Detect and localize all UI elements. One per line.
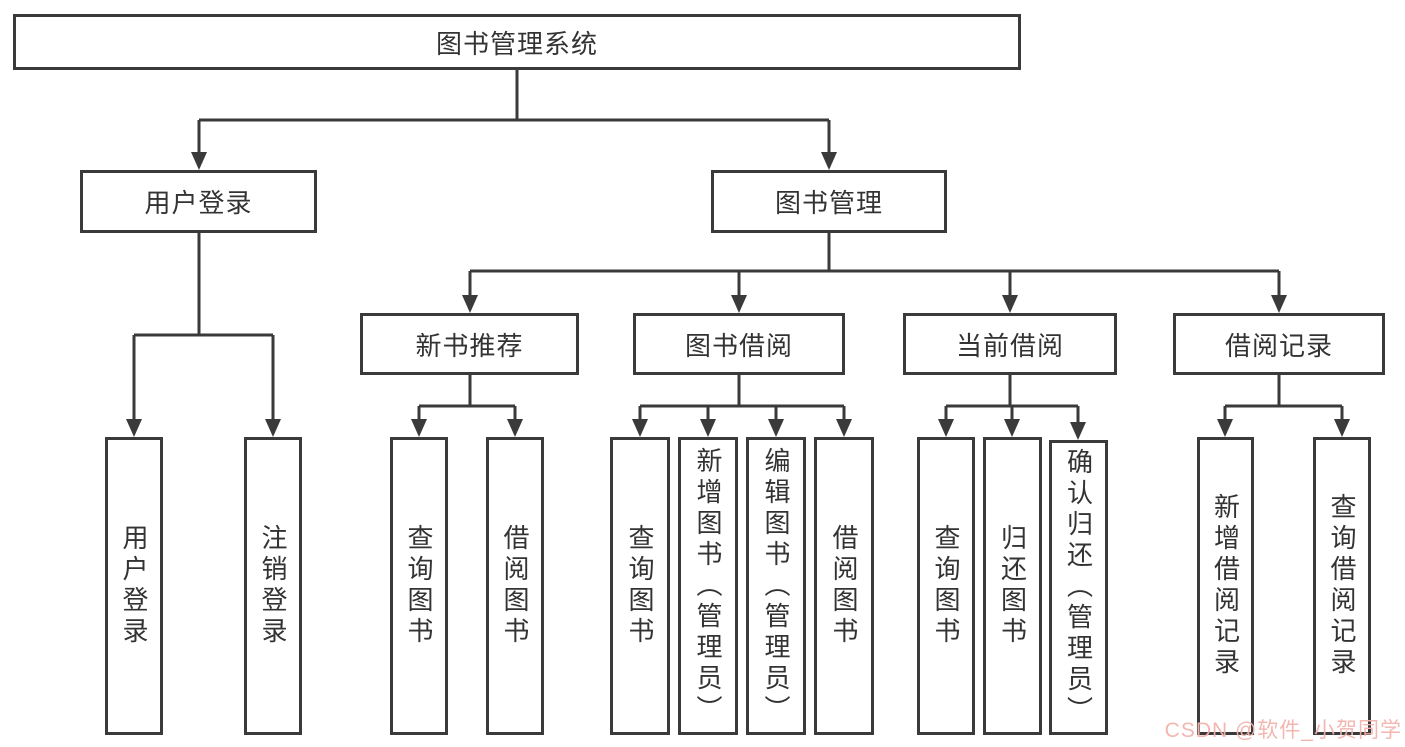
node-query-books-recommend: 查询图书	[390, 437, 448, 735]
node-book-management-label: 图书管理	[774, 188, 883, 218]
arrowhead-icon	[191, 152, 207, 170]
node-query-borrow-record-label: 查询借阅记录	[1327, 493, 1357, 679]
arrowhead-icon	[265, 419, 281, 437]
watermark: CSDN @软件_小贺同学	[1165, 714, 1402, 744]
arrowhead-icon	[1004, 419, 1020, 437]
edge-root-children	[191, 70, 837, 170]
node-login-action-label: 用户登录	[119, 524, 149, 648]
node-edit-books-admin: 编辑图书（管理员）	[746, 437, 806, 735]
edge-book-borrow-children	[632, 375, 852, 437]
node-borrow-books-recommend: 借阅图书	[486, 437, 544, 735]
edge-user-login-children	[126, 233, 281, 437]
arrowhead-icon	[938, 419, 954, 437]
arrowhead-icon	[1271, 295, 1287, 313]
node-user-login: 用户登录	[80, 170, 317, 233]
node-borrow-record: 借阅记录	[1173, 313, 1385, 375]
node-root-system-label: 图书管理系统	[435, 28, 598, 59]
arrowhead-icon	[462, 295, 478, 313]
arrowhead-icon	[1002, 295, 1018, 313]
node-return-books-label: 归还图书	[997, 524, 1028, 648]
node-borrow-record-label: 借阅记录	[1224, 330, 1333, 361]
arrowhead-icon	[507, 419, 523, 437]
arrowhead-icon	[821, 152, 837, 170]
node-book-borrow: 图书借阅	[633, 313, 845, 375]
node-current-borrow-label: 当前借阅	[955, 330, 1064, 361]
node-root-system: 图书管理系统	[13, 14, 1021, 70]
node-logout-action-label: 注销登录	[258, 524, 288, 648]
arrowhead-icon	[411, 419, 427, 437]
arrowhead-icon	[836, 419, 852, 437]
node-add-books-admin: 新增图书（管理员）	[678, 437, 738, 735]
node-query-books-recommend-label: 查询图书	[404, 524, 434, 648]
arrowhead-icon	[700, 419, 716, 437]
node-add-borrow-record: 新增借阅记录	[1197, 437, 1254, 735]
node-user-login-label: 用户登录	[144, 188, 253, 218]
node-new-book-recommend: 新书推荐	[360, 313, 579, 375]
node-logout-action: 注销登录	[244, 437, 302, 735]
edge-book-mgmt-children	[462, 233, 1287, 313]
edge-new-book-rec-children	[411, 375, 523, 437]
node-login-action: 用户登录	[105, 437, 163, 735]
arrowhead-icon	[632, 419, 648, 437]
node-query-books: 查询图书	[610, 437, 670, 735]
arrowhead-icon	[768, 419, 784, 437]
arrowhead-icon	[1217, 419, 1233, 437]
arrowhead-icon	[731, 295, 747, 313]
node-current-borrow: 当前借阅	[903, 313, 1117, 375]
node-borrow-books-label: 借阅图书	[829, 524, 859, 648]
arrowhead-icon	[1070, 422, 1086, 440]
watermark-text: CSDN @软件_小贺同学	[1164, 719, 1402, 742]
node-query-borrow-record: 查询借阅记录	[1313, 437, 1371, 735]
node-query-current-books-label: 查询图书	[931, 524, 961, 648]
node-edit-books-admin-label: 编辑图书（管理员）	[761, 446, 791, 726]
node-add-borrow-record-label: 新增借阅记录	[1210, 493, 1241, 679]
arrowhead-icon	[126, 419, 142, 437]
edge-borrow-record-children	[1217, 375, 1350, 437]
edge-current-borrow-children	[938, 375, 1086, 440]
node-return-books: 归还图书	[983, 437, 1042, 735]
node-add-books-admin-label: 新增图书（管理员）	[693, 446, 723, 726]
node-confirm-return-admin-label: 确认归还（管理员）	[1063, 448, 1094, 727]
node-borrow-books: 借阅图书	[814, 437, 874, 735]
node-new-book-recommend-label: 新书推荐	[415, 330, 524, 361]
node-query-current-books: 查询图书	[917, 437, 975, 735]
node-book-borrow-label: 图书借阅	[684, 330, 793, 361]
node-query-books-label: 查询图书	[625, 524, 655, 648]
node-confirm-return-admin: 确认归还（管理员）	[1049, 440, 1108, 735]
arrowhead-icon	[1334, 419, 1350, 437]
node-borrow-books-recommend-label: 借阅图书	[500, 524, 530, 648]
node-book-management: 图书管理	[711, 170, 947, 233]
